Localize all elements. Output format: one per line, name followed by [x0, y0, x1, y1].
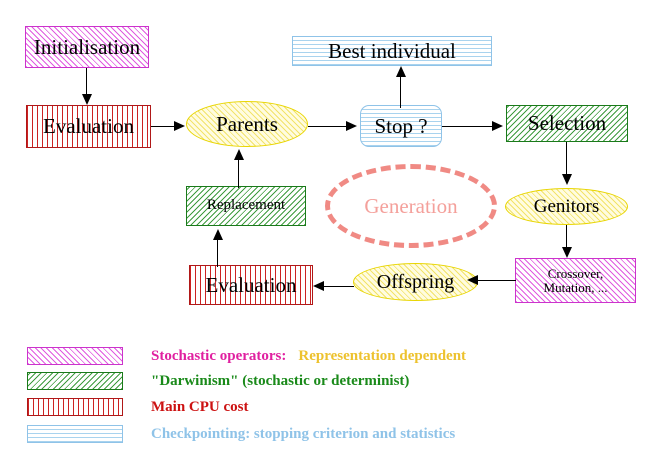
arrowhead-evaluation-to-replacement: [213, 229, 223, 240]
edge-stop-to-selection: [442, 126, 498, 128]
edge-genitors-to-crossover: [566, 225, 568, 252]
node-generation-label: Generation: [364, 193, 458, 218]
edge-offspring-to-evaluation: [318, 286, 354, 288]
edge-evaluation-to-replacement: [217, 233, 219, 267]
arrowhead-evaluation-to-parents: [174, 121, 185, 131]
edge-initialisation-to-evaluation: [86, 68, 88, 98]
legend-label-cpu-cost: Main CPU cost: [151, 398, 249, 415]
legend-row-cpu-cost: Main CPU cost: [27, 398, 249, 416]
node-genitors[interactable]: Genitors: [505, 188, 628, 225]
edge-stop-to-best-individual: [400, 70, 402, 108]
node-initialisation-label: Initialisation: [33, 34, 141, 59]
legend-swatch-green-icon: [27, 372, 123, 390]
node-stop[interactable]: Stop ?: [360, 105, 442, 147]
node-evaluation-top-label: Evaluation: [43, 114, 134, 139]
edge-selection-to-genitors: [566, 142, 568, 177]
node-best-individual[interactable]: Best individual: [292, 36, 492, 66]
arrowhead-stop-to-best-individual: [396, 66, 406, 77]
edge-evaluation-to-parents: [151, 126, 179, 128]
legend-swatch-red-icon: [27, 398, 123, 416]
node-genitors-label: Genitors: [533, 195, 600, 217]
legend-label-representation-dependent: Representation dependent: [298, 347, 467, 364]
legend-label-stochastic: Stochastic operators:: [151, 347, 287, 364]
edge-replacement-to-parents: [238, 155, 240, 188]
legend-row-checkpointing: Checkpointing: stopping criterion and st…: [27, 425, 455, 443]
node-evaluation-bottom[interactable]: Evaluation: [189, 265, 313, 305]
legend-swatch-magenta-icon: [27, 347, 123, 365]
legend-label-darwinism: "Darwinism" (stochastic or determinist): [151, 372, 410, 389]
legend-row-darwinism: "Darwinism" (stochastic or determinist): [27, 372, 409, 390]
legend-label-checkpointing: Checkpointing: stopping criterion and st…: [151, 425, 456, 442]
node-best-individual-label: Best individual: [328, 38, 456, 63]
legend-row-stochastic: Stochastic operators: Representation dep…: [27, 347, 466, 365]
node-crossover-mutation[interactable]: Crossover, Mutation, ...: [515, 258, 636, 303]
arrowhead-crossover-to-offspring: [467, 275, 478, 285]
node-evaluation-top[interactable]: Evaluation: [26, 105, 151, 148]
legend-swatch-blue-icon: [27, 425, 123, 443]
arrowhead-offspring-to-evaluation: [313, 281, 324, 291]
node-selection-label: Selection: [527, 111, 607, 136]
node-offspring-label: Offspring: [376, 270, 455, 293]
arrowhead-replacement-to-parents: [234, 149, 244, 160]
node-replacement-label: Replacement: [206, 197, 286, 214]
edge-crossover-to-offspring: [472, 280, 516, 282]
arrowhead-genitors-to-crossover: [562, 247, 572, 258]
edge-parents-to-stop: [308, 126, 352, 128]
node-parents-label: Parents: [216, 111, 278, 136]
arrowhead-selection-to-genitors: [562, 174, 572, 185]
node-crossover-mutation-label: Crossover, Mutation, ...: [543, 265, 608, 295]
node-parents[interactable]: Parents: [186, 101, 308, 147]
node-selection[interactable]: Selection: [506, 105, 628, 142]
arrowhead-initialisation-to-evaluation: [82, 94, 92, 105]
arrowhead-parents-to-stop: [346, 121, 357, 131]
node-replacement[interactable]: Replacement: [186, 186, 306, 226]
arrowhead-stop-to-selection: [492, 121, 503, 131]
node-initialisation[interactable]: Initialisation: [25, 26, 149, 68]
node-evaluation-bottom-label: Evaluation: [205, 272, 297, 297]
node-stop-label: Stop ?: [374, 113, 428, 138]
node-offspring[interactable]: Offspring: [353, 263, 478, 301]
node-generation: Generation: [325, 164, 497, 248]
